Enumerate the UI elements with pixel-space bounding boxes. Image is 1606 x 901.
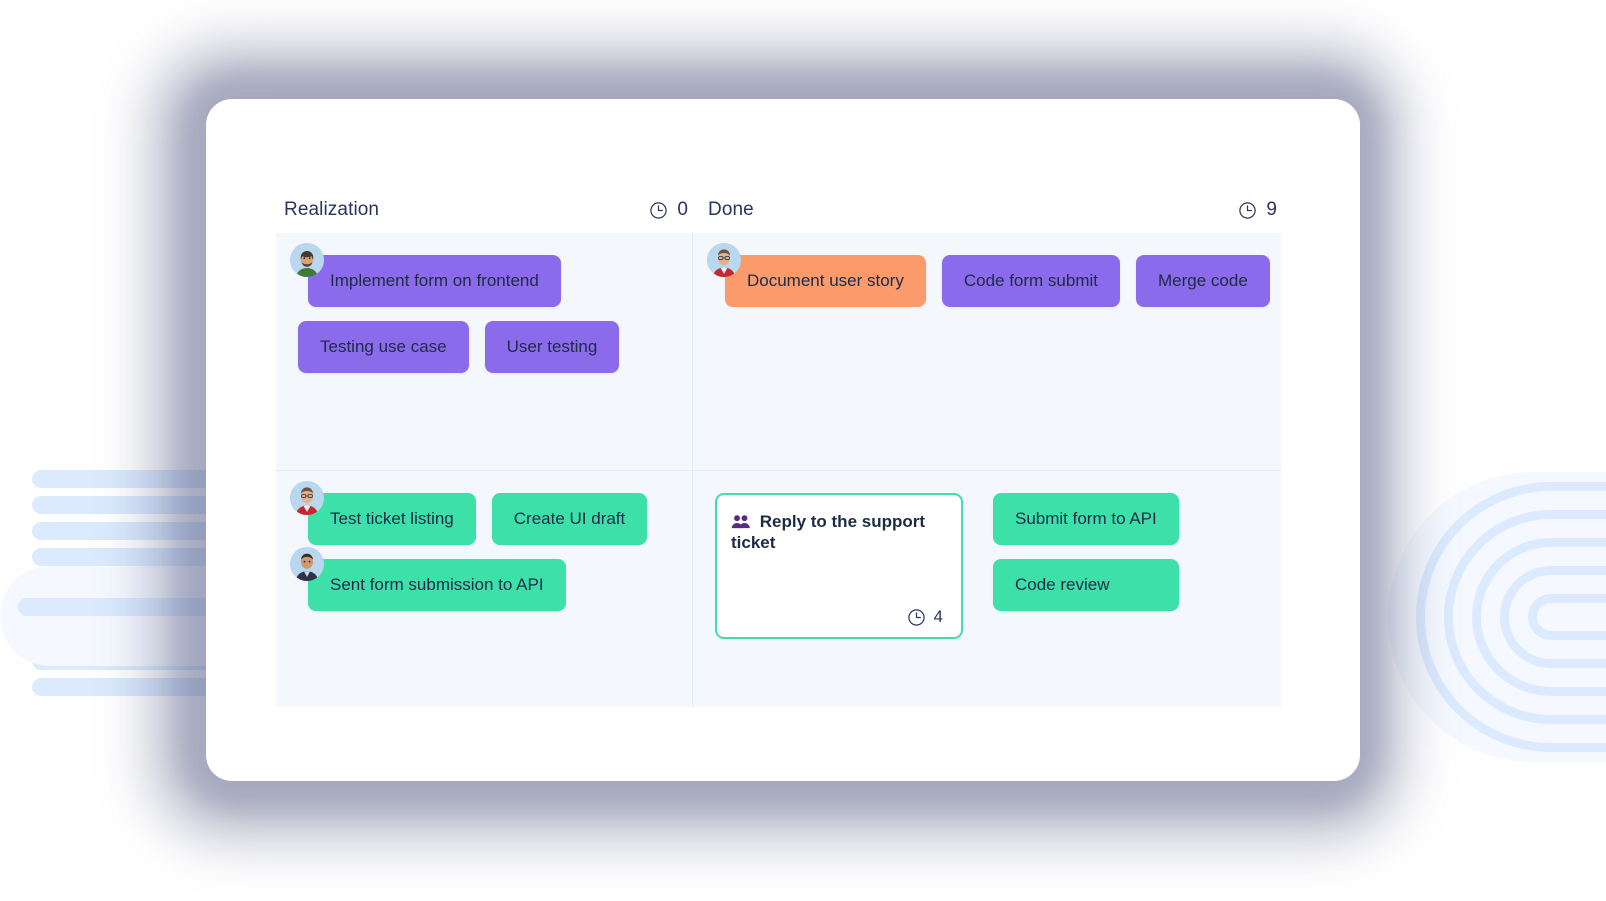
- task-label: User testing: [506, 337, 598, 356]
- column-title: Done: [708, 199, 754, 220]
- clock-icon: [649, 201, 668, 220]
- cell-realization-row1: Test ticket listing Create UI draft: [276, 471, 692, 707]
- detail-card-title: Reply to the support ticket: [731, 512, 926, 553]
- cell-done-row0: Document user story Code form submit Mer…: [693, 233, 1281, 470]
- clock-icon: [907, 608, 926, 627]
- task-label: Document user story: [747, 271, 904, 290]
- task-card[interactable]: Merge code: [1136, 255, 1270, 307]
- task-card[interactable]: Implement form on frontend: [290, 243, 561, 307]
- detail-card-footer: 4: [731, 607, 947, 627]
- column-count: 0: [677, 199, 688, 220]
- task-label: Code review: [1015, 575, 1110, 594]
- task-card[interactable]: Testing use case: [298, 321, 469, 373]
- board-grid: Implement form on frontend Testing use c…: [276, 233, 1281, 707]
- column-meta: 9: [1238, 199, 1279, 221]
- task-label: Merge code: [1158, 271, 1248, 290]
- detail-card-title-row: Reply to the support ticket: [731, 511, 947, 554]
- avatar-glasses-red: [707, 243, 741, 277]
- column-meta: 0: [649, 199, 690, 221]
- column-title: Realization: [284, 199, 380, 220]
- deco-ring: [1472, 538, 1606, 696]
- task-card[interactable]: Sent form submission to API: [290, 547, 566, 611]
- column-header-done[interactable]: Done 9: [692, 187, 1281, 233]
- column-header-realization[interactable]: Realization 0: [276, 187, 692, 233]
- clock-icon: [1238, 201, 1257, 220]
- task-label: Testing use case: [320, 337, 447, 356]
- task-card[interactable]: Document user story: [707, 243, 926, 307]
- task-card[interactable]: Submit form to API: [993, 493, 1179, 545]
- task-card[interactable]: Test ticket listing: [290, 481, 476, 545]
- cell-realization-row0: Implement form on frontend Testing use c…: [276, 233, 692, 470]
- task-label: Code form submit: [963, 271, 1099, 290]
- task-card[interactable]: User testing: [484, 321, 620, 373]
- avatar-darkshirt: [290, 547, 324, 581]
- avatar-bearded-green: [290, 243, 324, 277]
- task-label: Submit form to API: [1015, 509, 1157, 528]
- task-label: Sent form submission to API: [330, 575, 544, 594]
- avatar-glasses-red: [290, 481, 324, 515]
- task-label: Create UI draft: [513, 509, 626, 528]
- detail-card-count: 4: [933, 607, 943, 626]
- decorative-arcs-right: [1346, 472, 1606, 762]
- deco-ring: [1528, 594, 1606, 640]
- swimlane-divider: [276, 470, 1281, 471]
- column-count: 9: [1266, 199, 1277, 220]
- task-card[interactable]: Create UI draft: [491, 493, 648, 545]
- app-window: Realization 0 Done: [206, 99, 1360, 781]
- deco-ring: [1444, 510, 1606, 724]
- task-card[interactable]: Code review: [993, 559, 1179, 611]
- people-icon: [731, 512, 760, 531]
- cell-done-row1: Reply to the support ticket 4: [693, 471, 1281, 707]
- task-card[interactable]: Code form submit: [941, 255, 1121, 307]
- kanban-board: Realization 0 Done: [276, 187, 1281, 707]
- deco-ring: [1500, 566, 1606, 668]
- board-column-headers: Realization 0 Done: [276, 187, 1281, 233]
- task-card-detail-reply-support-ticket[interactable]: Reply to the support ticket 4: [715, 493, 963, 639]
- done-task-stack: Submit form to API Code review: [993, 493, 1179, 639]
- task-label: Test ticket listing: [330, 509, 454, 528]
- task-label: Implement form on frontend: [330, 271, 539, 290]
